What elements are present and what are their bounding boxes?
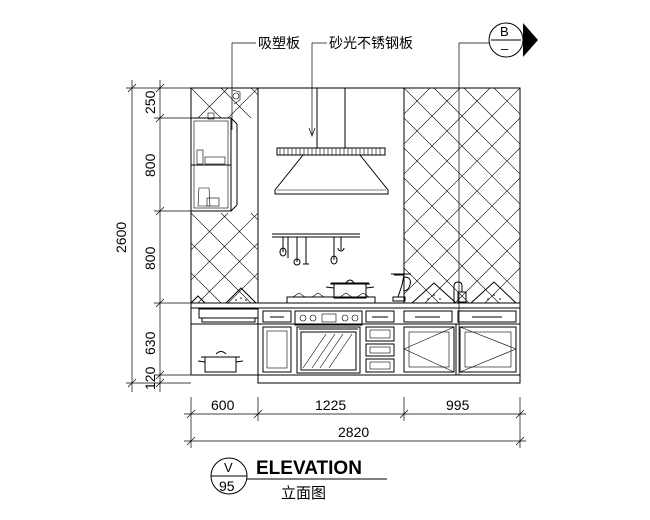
label-blister-board: 吸塑板 xyxy=(258,36,300,52)
left-base-section xyxy=(191,308,259,376)
dim-v-1: 800 xyxy=(142,153,158,177)
countertop xyxy=(190,273,521,309)
tile-right xyxy=(404,88,520,303)
label-brushed-steel: 砂光不锈钢板 xyxy=(329,36,413,52)
ref-number: 95 xyxy=(219,478,235,494)
faucet xyxy=(453,281,467,303)
dim-v-2: 800 xyxy=(142,246,158,270)
utensil-rail xyxy=(272,233,360,266)
tile-left-lower xyxy=(191,213,258,303)
horizontal-dimensions: 600 1225 995 2820 xyxy=(184,397,526,448)
title-cn: 立面图 xyxy=(281,484,326,502)
title-en: ELEVATION xyxy=(256,458,362,479)
range-hood xyxy=(274,87,389,195)
dim-v-0: 250 xyxy=(142,90,158,114)
pitcher xyxy=(391,273,411,302)
dim-h-2: 995 xyxy=(446,397,470,413)
dim-h-0: 600 xyxy=(211,397,235,413)
section-mark-letter: B xyxy=(500,24,509,39)
pot-on-cooktop xyxy=(325,279,375,299)
dim-v-3: 630 xyxy=(142,331,158,355)
oven xyxy=(294,310,363,374)
splash-triangles xyxy=(190,281,517,304)
dim-v-total: 2600 xyxy=(113,222,129,253)
vertical-dimensions: 2600 250 800 800 630 120 xyxy=(113,80,191,392)
dim-v-4: 120 xyxy=(142,366,158,390)
dim-h-total: 2820 xyxy=(338,424,369,440)
section-mark-dash: – xyxy=(501,41,509,56)
base-cabinets xyxy=(191,307,521,384)
ref-letter: V xyxy=(224,460,233,475)
title-block: V 95 ELEVATION 立面图 xyxy=(210,457,387,502)
wall-cabinet xyxy=(190,89,241,212)
dim-h-1: 1225 xyxy=(315,397,346,413)
material-callouts: 吸塑板 砂光不锈钢板 xyxy=(231,36,413,137)
